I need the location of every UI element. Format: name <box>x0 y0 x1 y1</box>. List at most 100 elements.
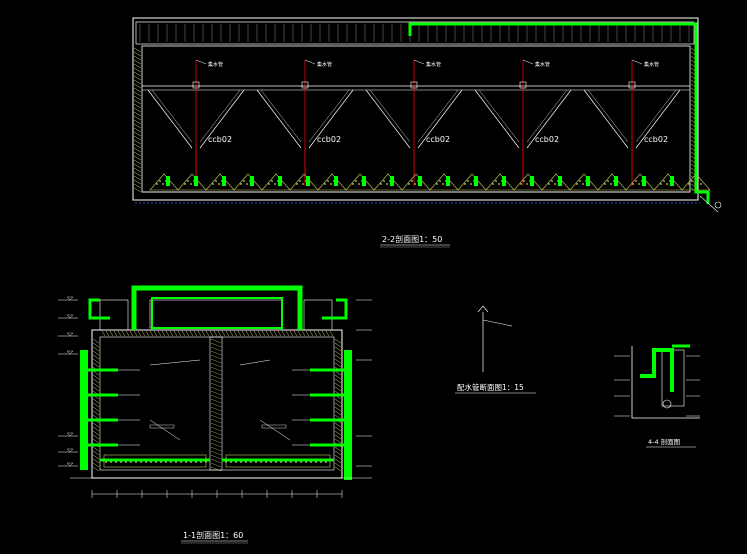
gravel-dot <box>380 183 382 185</box>
hopper-tag: ccb02 <box>644 135 668 144</box>
gravel-dot <box>159 180 161 182</box>
hatch-mark <box>334 434 342 440</box>
nozzle <box>586 176 590 186</box>
hatch-mark <box>334 406 342 412</box>
gravel-dot <box>498 183 500 185</box>
hopper-tag: ccb02 <box>208 135 232 144</box>
hatch-mark <box>273 330 278 337</box>
hatch-mark <box>210 410 222 416</box>
nozzle <box>362 176 366 186</box>
gravel-dot <box>305 461 307 463</box>
gravel-dot <box>300 461 302 463</box>
gravel-dot <box>268 183 270 185</box>
bottom-gravel-right <box>225 454 331 468</box>
hatch-mark <box>210 462 222 468</box>
hatch-mark <box>334 454 342 460</box>
hatch-mark <box>145 330 150 337</box>
gravel-triangle <box>401 173 431 191</box>
hatch-mark <box>133 95 142 101</box>
nozzle <box>614 176 618 186</box>
gravel-dot <box>195 461 197 463</box>
gravel-dot <box>411 180 413 182</box>
hatch-mark <box>334 370 342 376</box>
hatch-mark <box>133 159 142 165</box>
hatch-mark <box>92 398 100 404</box>
leader-line <box>239 359 271 366</box>
hatch-mark <box>101 330 106 337</box>
gravel-dot <box>310 461 312 463</box>
hatch-mark <box>205 330 210 337</box>
hopper-box <box>628 81 636 89</box>
hatch-mark <box>334 386 342 392</box>
gravel-pile <box>653 173 683 191</box>
hatch-mark <box>92 350 100 356</box>
hatch-mark <box>233 330 238 337</box>
hatch-mark <box>334 422 342 428</box>
section-2-2: 集水管ccb02集水管ccb02集水管ccb02集水管ccb02集水管ccb02… <box>132 17 722 248</box>
hatch-mark <box>92 370 100 376</box>
hatch-mark <box>334 346 342 352</box>
hatch-mark <box>133 123 142 129</box>
hatch-mark <box>261 330 266 337</box>
pipe-label: 集水管 <box>208 61 223 68</box>
gravel-dot <box>302 183 304 185</box>
gravel-triangle <box>485 173 515 191</box>
hatch-mark <box>117 330 122 337</box>
gravel-dot <box>150 461 152 463</box>
hatch-mark <box>210 362 222 368</box>
bottom-gravel-left <box>103 454 207 468</box>
hatch-mark <box>334 410 342 416</box>
hatch-mark <box>210 430 222 436</box>
hatch-mark <box>210 418 222 424</box>
wall-4-4 <box>631 346 700 419</box>
hatch-mark <box>92 434 100 440</box>
gravel-dot <box>464 183 466 185</box>
hatch-mark <box>334 342 342 348</box>
hatch-mark <box>221 330 226 337</box>
hatch-mark <box>313 330 318 337</box>
elevation-marks-4-4 <box>614 355 700 417</box>
nozzle <box>502 176 506 186</box>
outlet-valve <box>714 201 722 209</box>
gravel-triangle <box>373 173 403 191</box>
wall-hatch-1-1 <box>92 330 342 472</box>
nozzle <box>334 176 338 186</box>
gravel-dot <box>105 461 107 463</box>
distribution-pipe-section: 配水管断面图1：15 <box>455 305 536 394</box>
hatch-mark <box>133 167 142 173</box>
gravel-triangle <box>205 173 235 191</box>
nozzle <box>278 176 282 186</box>
hatch-mark <box>325 330 330 337</box>
right-pipe-upper <box>322 298 348 320</box>
gravel-dot <box>190 461 192 463</box>
nozzle <box>222 176 226 186</box>
gravel-dot <box>162 183 164 185</box>
channel-pipe-inner <box>151 297 283 330</box>
hatch-mark <box>92 346 100 352</box>
nozzle <box>670 176 674 186</box>
nozzle <box>194 176 198 186</box>
hatch-mark <box>334 414 342 420</box>
nozzle <box>642 176 646 186</box>
gravel-dot <box>436 183 438 185</box>
gravel-dot <box>180 461 182 463</box>
hatch-mark <box>317 330 322 337</box>
gravel-pile <box>541 173 571 191</box>
hatch-mark <box>133 103 142 109</box>
hopper-right-line <box>308 89 354 149</box>
gravel-triangle <box>653 173 683 191</box>
hopper-right-line <box>417 89 463 149</box>
gravel-dot <box>582 183 584 185</box>
hatch-mark <box>105 330 110 337</box>
section-4-4: 4-4 剖面图 <box>614 344 700 448</box>
hatch-mark <box>133 59 142 65</box>
hatch-mark <box>169 330 174 337</box>
gravel-dot <box>184 183 186 185</box>
hopper-box <box>301 81 309 89</box>
hatch-mark <box>125 330 130 337</box>
pipe-label: 集水管 <box>317 61 332 68</box>
hatch-mark <box>334 398 342 404</box>
gravel-dot <box>355 180 357 182</box>
leader-line <box>522 59 534 65</box>
